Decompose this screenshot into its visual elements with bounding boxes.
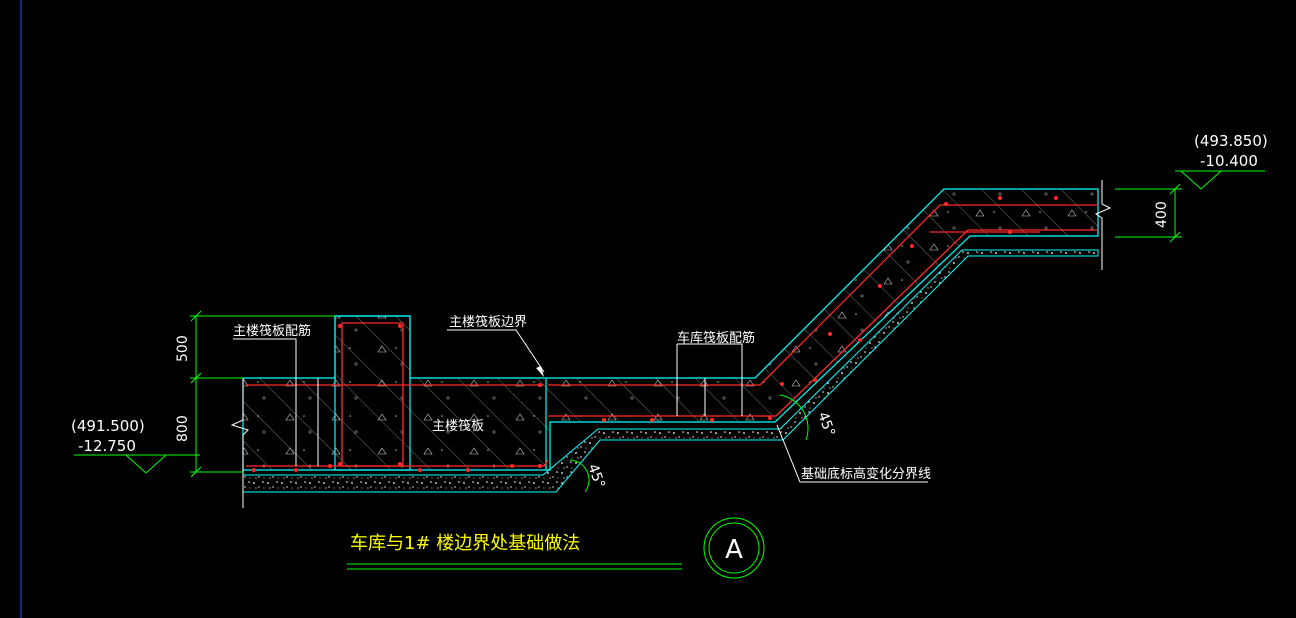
leader-lines (233, 329, 928, 483)
dimension-right: 400 (1154, 201, 1170, 228)
label-garage-raft-reinforcement: 车库筏板配筋 (677, 330, 755, 346)
dimension-left-upper: 500 (175, 335, 191, 362)
cushion-layer (242, 249, 1099, 493)
angle-upper: 45° (814, 410, 838, 439)
boundary-leader-arrow (536, 366, 544, 377)
level-right-absolute: (493.850) (1194, 132, 1268, 150)
foundation-section (230, 180, 1112, 508)
break-symbol-left (230, 378, 249, 508)
annotations: 主楼筏板配筋 主楼筏板边界 主楼筏板 车库筏板配筋 基础底标高变化分界线 (49… (71, 132, 1268, 565)
level-left-relative: -12.750 (78, 437, 136, 455)
label-main-raft-reinforcement: 主楼筏板配筋 (233, 323, 311, 339)
level-right-relative: -10.400 (1200, 152, 1258, 170)
level-left-absolute: (491.500) (71, 417, 145, 435)
label-main-raft-boundary: 主楼筏板边界 (449, 314, 527, 330)
angle-lower: 45° (584, 462, 608, 491)
axis-label: A (725, 535, 743, 565)
rebar-dots (252, 196, 1058, 472)
label-foundation-level-change-line: 基础底标高变化分界线 (801, 466, 931, 482)
label-main-raft: 主楼筏板 (432, 418, 484, 434)
dimension-lines (74, 170, 1265, 579)
dimension-left-lower: 800 (175, 415, 191, 442)
raft-column (334, 315, 411, 471)
break-symbol-right (1094, 180, 1112, 270)
drawing-title: 车库与1# 楼边界处基础做法 (350, 533, 580, 554)
